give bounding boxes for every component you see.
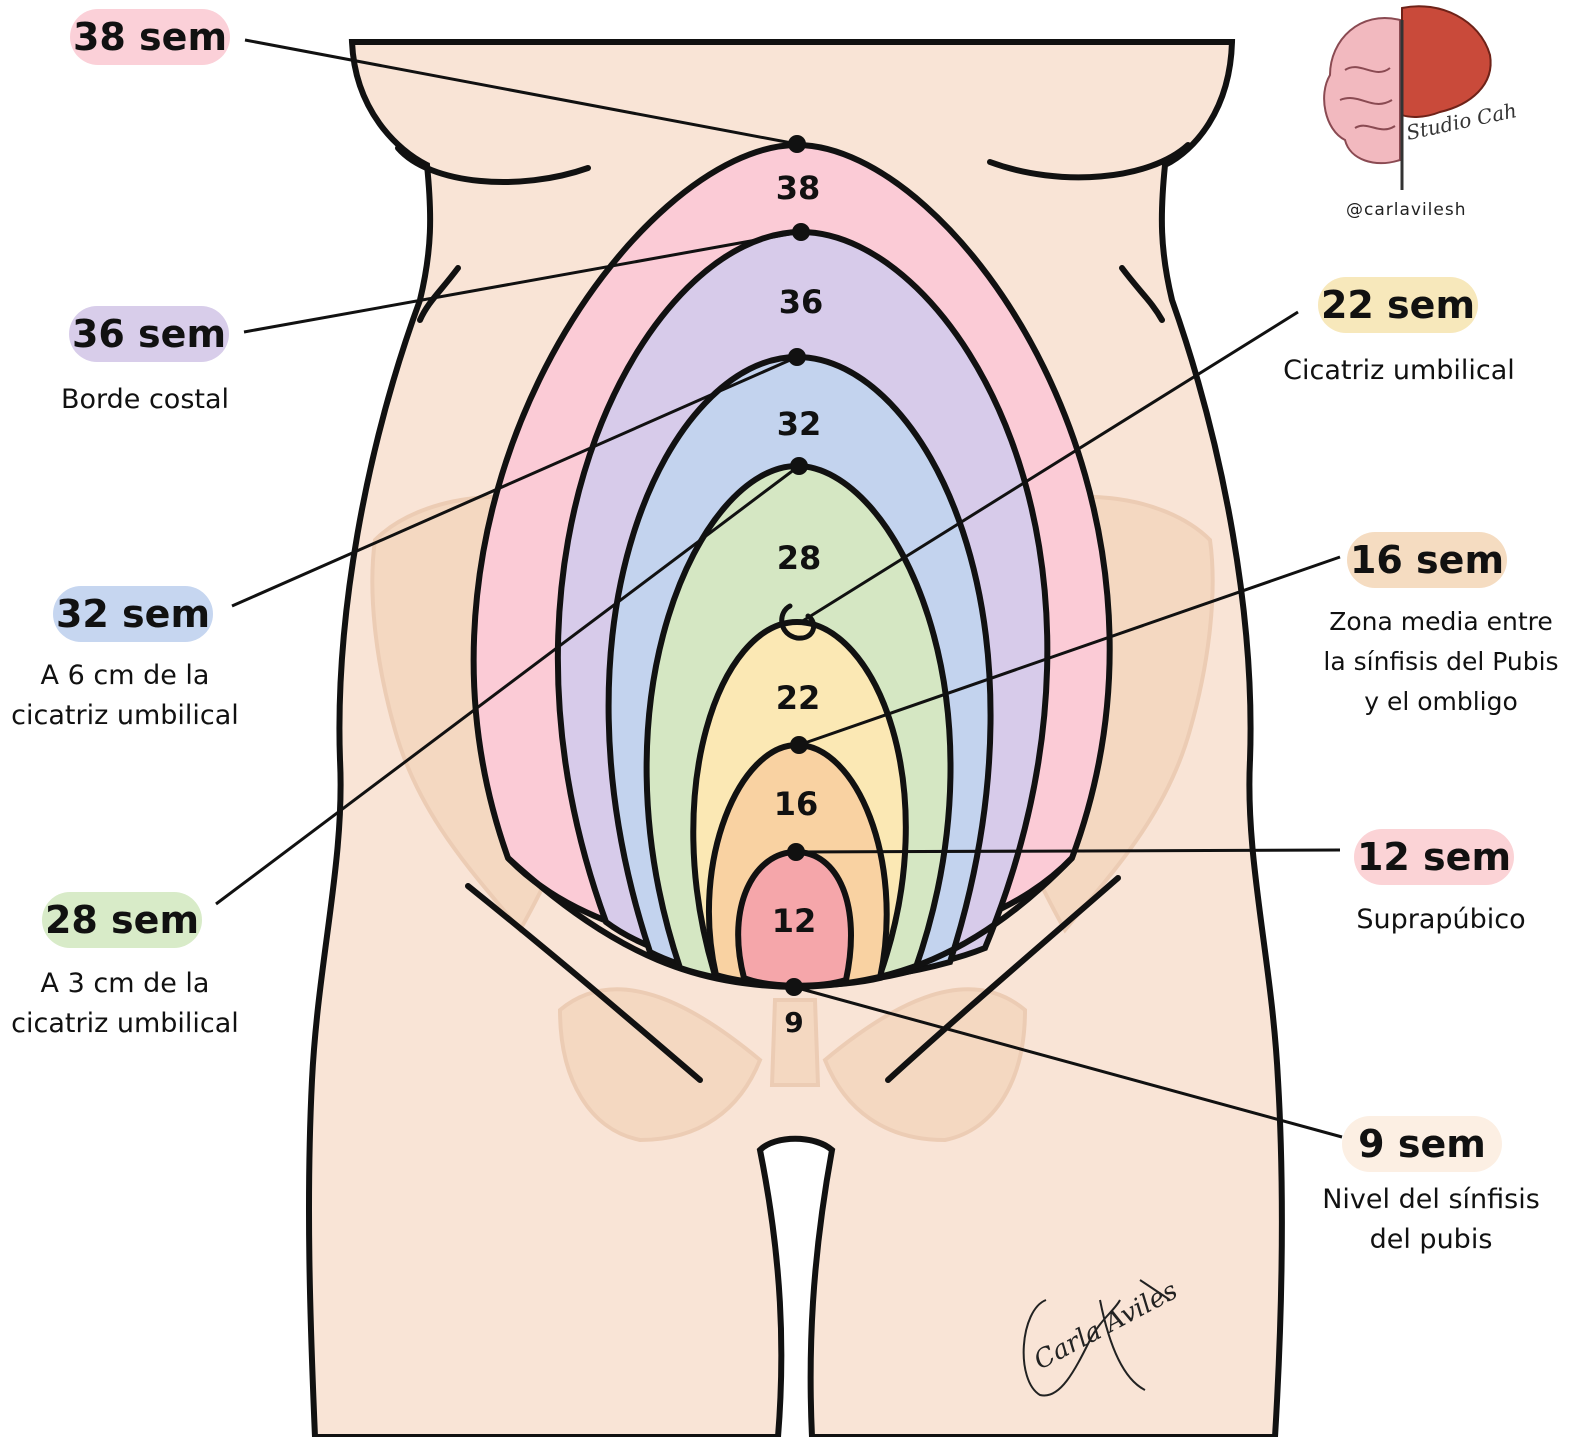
label-28-caption: A 3 cm de la cicatriz umbilical	[0, 964, 250, 1044]
label-38-title: 38 sem	[70, 9, 230, 65]
brain-icon	[1324, 18, 1400, 163]
point-36	[792, 223, 810, 241]
label-32-caption: A 6 cm de la cicatriz umbilical	[0, 656, 250, 736]
caption-line: cicatriz umbilical	[0, 696, 250, 736]
caption-line: la sínfisis del Pubis	[1306, 642, 1576, 682]
zone-number-32: 32	[777, 405, 822, 443]
label-36-caption: Borde costal	[40, 380, 250, 420]
caption-line: Nivel del sínfisis	[1306, 1180, 1556, 1220]
point-16	[790, 736, 808, 754]
label-36-title: 36 sem	[69, 306, 229, 362]
caption-line: A 6 cm de la	[0, 656, 250, 696]
caption-line: del pubis	[1306, 1220, 1556, 1260]
zone-number-16: 16	[774, 785, 819, 823]
label-9-title: 9 sem	[1342, 1116, 1502, 1172]
point-38	[788, 135, 806, 153]
caption-line: Zona media entre	[1306, 602, 1576, 642]
zone-number-12: 12	[772, 902, 817, 940]
label-9-caption: Nivel del sínfisis del pubis	[1306, 1180, 1556, 1260]
label-22-caption: Cicatriz umbilical	[1268, 351, 1530, 391]
point-12	[787, 843, 805, 861]
zone-number-28: 28	[777, 539, 822, 577]
heart-icon	[1402, 6, 1491, 117]
author-handle: @carlavilesh	[1346, 200, 1467, 220]
label-16-caption: Zona media entre la sínfisis del Pubis y…	[1306, 602, 1576, 722]
zone-number-36: 36	[779, 283, 824, 321]
zone-number-22: 22	[776, 679, 821, 717]
point-9	[785, 978, 803, 996]
caption-line: Cicatriz umbilical	[1268, 351, 1530, 391]
caption-line: cicatriz umbilical	[0, 1004, 250, 1044]
caption-line: A 3 cm de la	[0, 964, 250, 1004]
point-28	[790, 457, 808, 475]
label-28-title: 28 sem	[42, 892, 202, 948]
label-16-title: 16 sem	[1347, 532, 1507, 588]
label-12-caption: Suprapúbico	[1336, 900, 1546, 940]
caption-line: y el ombligo	[1306, 682, 1576, 722]
label-22-title: 22 sem	[1318, 277, 1478, 333]
caption-line: Suprapúbico	[1336, 900, 1546, 940]
leader-12	[796, 850, 1340, 852]
zone-number-38: 38	[776, 169, 821, 207]
label-12-title: 12 sem	[1354, 829, 1514, 885]
studio-cah-logo: Studio Cah	[1324, 6, 1519, 190]
zone-number-9: 9	[784, 1006, 803, 1039]
point-32	[788, 348, 806, 366]
label-32-title: 32 sem	[53, 586, 213, 642]
caption-line: Borde costal	[40, 380, 250, 420]
